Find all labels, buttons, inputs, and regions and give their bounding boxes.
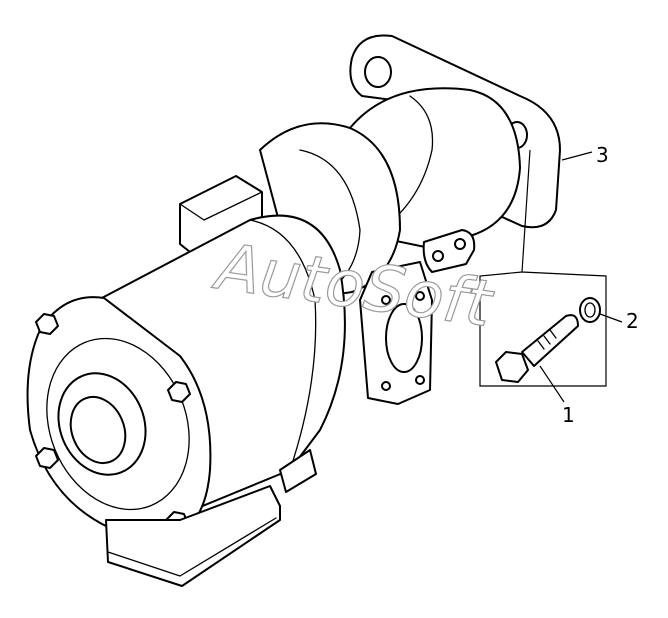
callout-1: 1: [562, 403, 575, 427]
callout-3: 3: [596, 143, 609, 167]
callout-2: 2: [626, 309, 639, 333]
foot-mount: [105, 449, 317, 587]
detail-box: [479, 149, 607, 387]
bolt: [495, 314, 579, 383]
leader-lines: [539, 151, 623, 403]
washer: [579, 297, 601, 323]
port-flange: [359, 261, 433, 405]
ear-bracket: [422, 229, 476, 273]
front-end-cap: [26, 296, 212, 535]
